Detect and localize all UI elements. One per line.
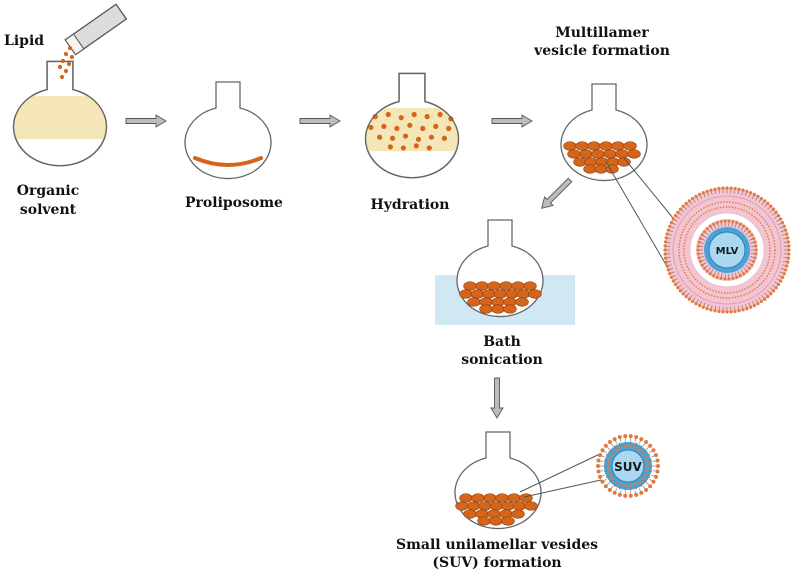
flask-multilamellar bbox=[561, 84, 647, 181]
flask-suv bbox=[455, 432, 541, 529]
label-hydration: Hydration bbox=[371, 197, 450, 213]
arrow-to-hydration bbox=[299, 114, 341, 128]
lipid-drops bbox=[57, 45, 75, 80]
suv-vesicle: SUV bbox=[596, 434, 660, 498]
label-bath: Bath bbox=[483, 334, 521, 350]
flask-organic-solvent bbox=[6, 61, 114, 165]
mlv-connector-lower bbox=[605, 161, 673, 276]
label-suv: SUV bbox=[614, 460, 642, 474]
label-proliposome: Proliposome bbox=[185, 195, 283, 211]
arrow-to-bath bbox=[537, 175, 575, 213]
suv-particles bbox=[455, 493, 538, 526]
label-sonication: sonication bbox=[461, 352, 543, 368]
label-mlv: MLV bbox=[716, 246, 739, 257]
label-multilamer-1: Multillamer bbox=[555, 25, 649, 41]
flask-bath bbox=[457, 220, 543, 317]
mlv-particles bbox=[563, 141, 641, 174]
label-lipid: Lipid bbox=[4, 33, 44, 49]
label-organic: Organic bbox=[17, 183, 79, 199]
label-suv-2: (SUV) formation bbox=[432, 555, 561, 571]
organic-solvent-liquid bbox=[13, 96, 107, 140]
suv-connector-upper bbox=[519, 451, 605, 493]
flask-hydration bbox=[358, 73, 466, 177]
arrow-to-multilamellar bbox=[491, 114, 533, 128]
lipid-film bbox=[193, 156, 263, 167]
flask-proliposome bbox=[185, 82, 271, 179]
arrow-to-suv bbox=[490, 377, 504, 419]
hydration-particles bbox=[368, 111, 454, 151]
lipid-vial bbox=[64, 3, 128, 56]
label-multilamer-2: vesicle formation bbox=[533, 43, 670, 59]
label-suv-1: Small unilamellar vesides bbox=[396, 537, 598, 553]
bath-particles bbox=[459, 281, 542, 314]
arrow-to-proliposome bbox=[125, 114, 167, 128]
suv-connector-lower bbox=[523, 477, 611, 498]
mlv-vesicle: MLV bbox=[663, 186, 791, 314]
label-solvent: solvent bbox=[20, 202, 77, 218]
